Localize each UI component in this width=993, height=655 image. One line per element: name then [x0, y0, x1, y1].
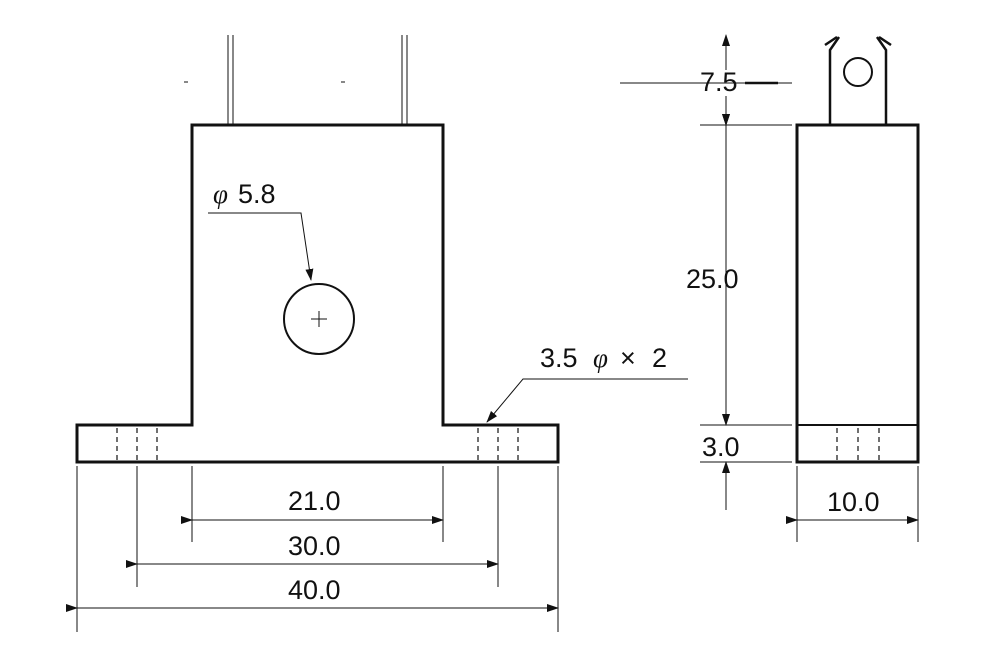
hole-diameter-symbol: φ — [213, 179, 228, 209]
hole-diameter-value: 5.8 — [238, 179, 276, 209]
mount-hole-value: 3.5 — [540, 343, 578, 373]
terminal-tab-lip — [824, 35, 838, 47]
dim-label-terminal: 7.5 — [700, 67, 738, 97]
terminal-hole — [843, 57, 873, 87]
mount-hole-hidden-lines — [116, 428, 519, 460]
mount-hole-leader-line — [486, 378, 688, 423]
side-body-outline — [795, 123, 920, 464]
hole-leader-line — [208, 212, 314, 281]
mount-hole-count: 2 — [652, 343, 667, 373]
side-view — [620, 34, 920, 542]
dim-label-width: 10.0 — [827, 487, 880, 517]
center-hole — [283, 283, 355, 355]
terminal-tab-lip — [878, 35, 892, 47]
mount-hole-symbol: φ — [593, 343, 608, 373]
side-extension-lines — [620, 82, 919, 542]
front-view — [66, 35, 688, 632]
dim-label-overall: 40.0 — [288, 575, 341, 605]
dim-label-body: 25.0 — [686, 264, 739, 294]
front-labels: φ 5.8 3.5 φ × 2 21.0 30.0 40.0 — [213, 179, 667, 605]
side-labels: 7.5 25.0 3.0 10.0 — [686, 67, 880, 517]
center-mark — [311, 311, 327, 327]
front-body-outline — [75, 123, 560, 464]
mount-hole-times: × — [620, 343, 636, 373]
dim-label-holes: 30.0 — [288, 531, 341, 561]
terminal-tab-outline — [828, 36, 888, 125]
front-leads — [227, 35, 408, 126]
dim-label-base: 3.0 — [702, 432, 740, 462]
dim-label-inner: 21.0 — [288, 486, 341, 516]
side-hidden-lines — [836, 428, 880, 460]
